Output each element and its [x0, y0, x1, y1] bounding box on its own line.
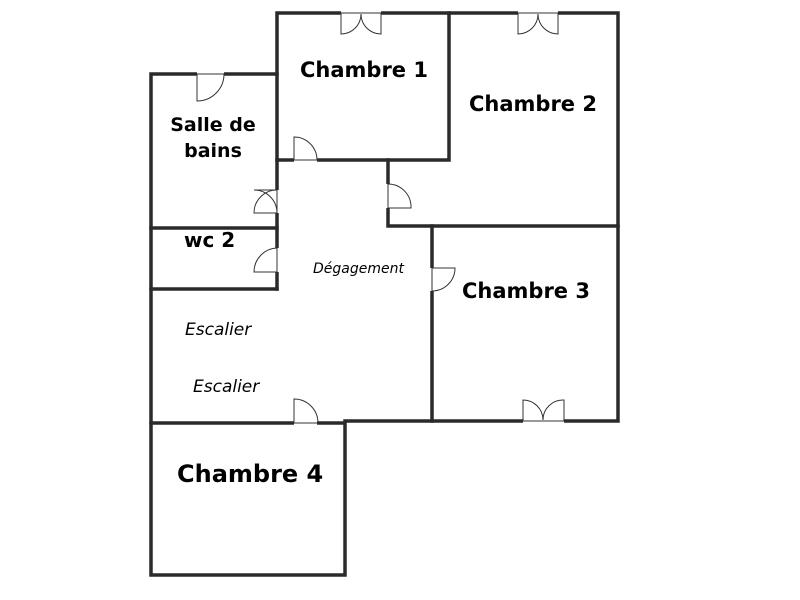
room-label-degagement: Dégagement: [313, 261, 404, 277]
room-label-escalier-1: Escalier: [185, 320, 252, 340]
room-label-chambre-3: Chambre 3: [462, 279, 590, 303]
doors: [196, 10, 565, 426]
room-label-chambre-4: Chambre 4: [177, 460, 324, 488]
room-label-salle-de-bains-line2: bains: [184, 140, 242, 162]
room-label-chambre-2: Chambre 2: [469, 92, 597, 116]
room-label-escalier-2: Escalier: [193, 377, 260, 397]
room-label-wc-2: wc 2: [184, 228, 236, 252]
room-label-chambre-1: Chambre 1: [300, 58, 428, 82]
room-label-salle-de-bains: Salle de bains: [160, 112, 266, 164]
room-label-salle-de-bains-line1: Salle de: [170, 114, 256, 136]
